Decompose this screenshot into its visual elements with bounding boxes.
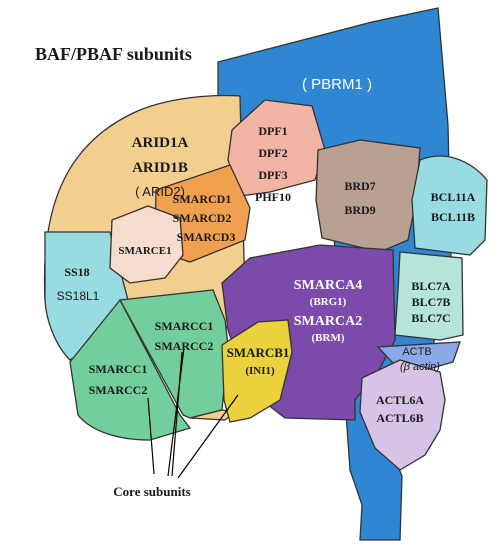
smarcc-mid-label-2: SMARCC2 — [155, 339, 214, 353]
bcl11-label-2: BCL11B — [431, 210, 475, 224]
dpf-label-3: DPF3 — [258, 168, 287, 182]
bcl11-label-1: BCL11A — [431, 190, 476, 204]
smarcb1-label-2: (INI1) — [245, 365, 275, 377]
smarcc-left-label-1: SMARCC1 — [89, 362, 148, 376]
brd-label-2: BRD9 — [344, 203, 375, 217]
smarcb1-shape — [221, 319, 293, 423]
core-subunits-label: Core subunits — [113, 484, 190, 499]
blc7-label-3: BLC7C — [411, 311, 450, 325]
smarcd-label-1: SMARCD1 — [173, 192, 232, 206]
actl6-shape — [359, 359, 446, 471]
smarca-label-3: SMARCA2 — [294, 314, 362, 329]
arid-label-2: ARID1B — [132, 160, 188, 176]
blc7-shape — [394, 251, 464, 341]
smarce1-shape — [109, 205, 184, 284]
brd-label-1: BRD7 — [344, 179, 375, 193]
smarcb1-label-1: SMARCB1 — [227, 345, 290, 360]
blc7-label-1: BLC7A — [411, 279, 451, 293]
smarca-label-2: (BRG1) — [310, 296, 347, 308]
actl6-label-1: ACTL6A — [376, 393, 424, 407]
ss18-label-1: SS18 — [64, 265, 89, 279]
pbrm1-label: ( PBRM1 ) — [302, 76, 372, 93]
smarcc-left-shape — [69, 298, 192, 441]
bcl11-shape — [411, 155, 488, 256]
arid-label-1: ARID1A — [132, 135, 189, 151]
brd-shape — [315, 139, 421, 253]
actb-label-1: ACTB — [402, 346, 431, 358]
smarce1-label: SMARCE1 — [118, 245, 171, 257]
diagram-title: BAF/PBAF subunits — [35, 44, 192, 64]
blc7-label-2: BLC7B — [412, 295, 451, 309]
arid-label-3: ( ARID2) — [135, 184, 185, 199]
ss18-label-2: SS18L1 — [57, 289, 100, 303]
actl6-label-2: ACTL6B — [376, 411, 423, 425]
smarcc-mid-label-1: SMARCC1 — [155, 319, 214, 333]
smarca-label-4: (BRM) — [312, 332, 345, 344]
smarcd-label-3: SMARCD3 — [177, 230, 236, 244]
actb-label-2: (β actin) — [400, 361, 440, 373]
smarcd-label-2: SMARCD2 — [173, 211, 232, 225]
core-subunits-lines — [147, 347, 239, 479]
dpf-label-2: DPF2 — [258, 146, 287, 160]
smarca-label-1: SMARCA4 — [294, 278, 362, 293]
smarcc-left-label-2: SMARCC2 — [89, 383, 148, 397]
dpf-label-1: DPF1 — [258, 124, 287, 138]
dpf-label-4: PHF10 — [255, 190, 291, 204]
